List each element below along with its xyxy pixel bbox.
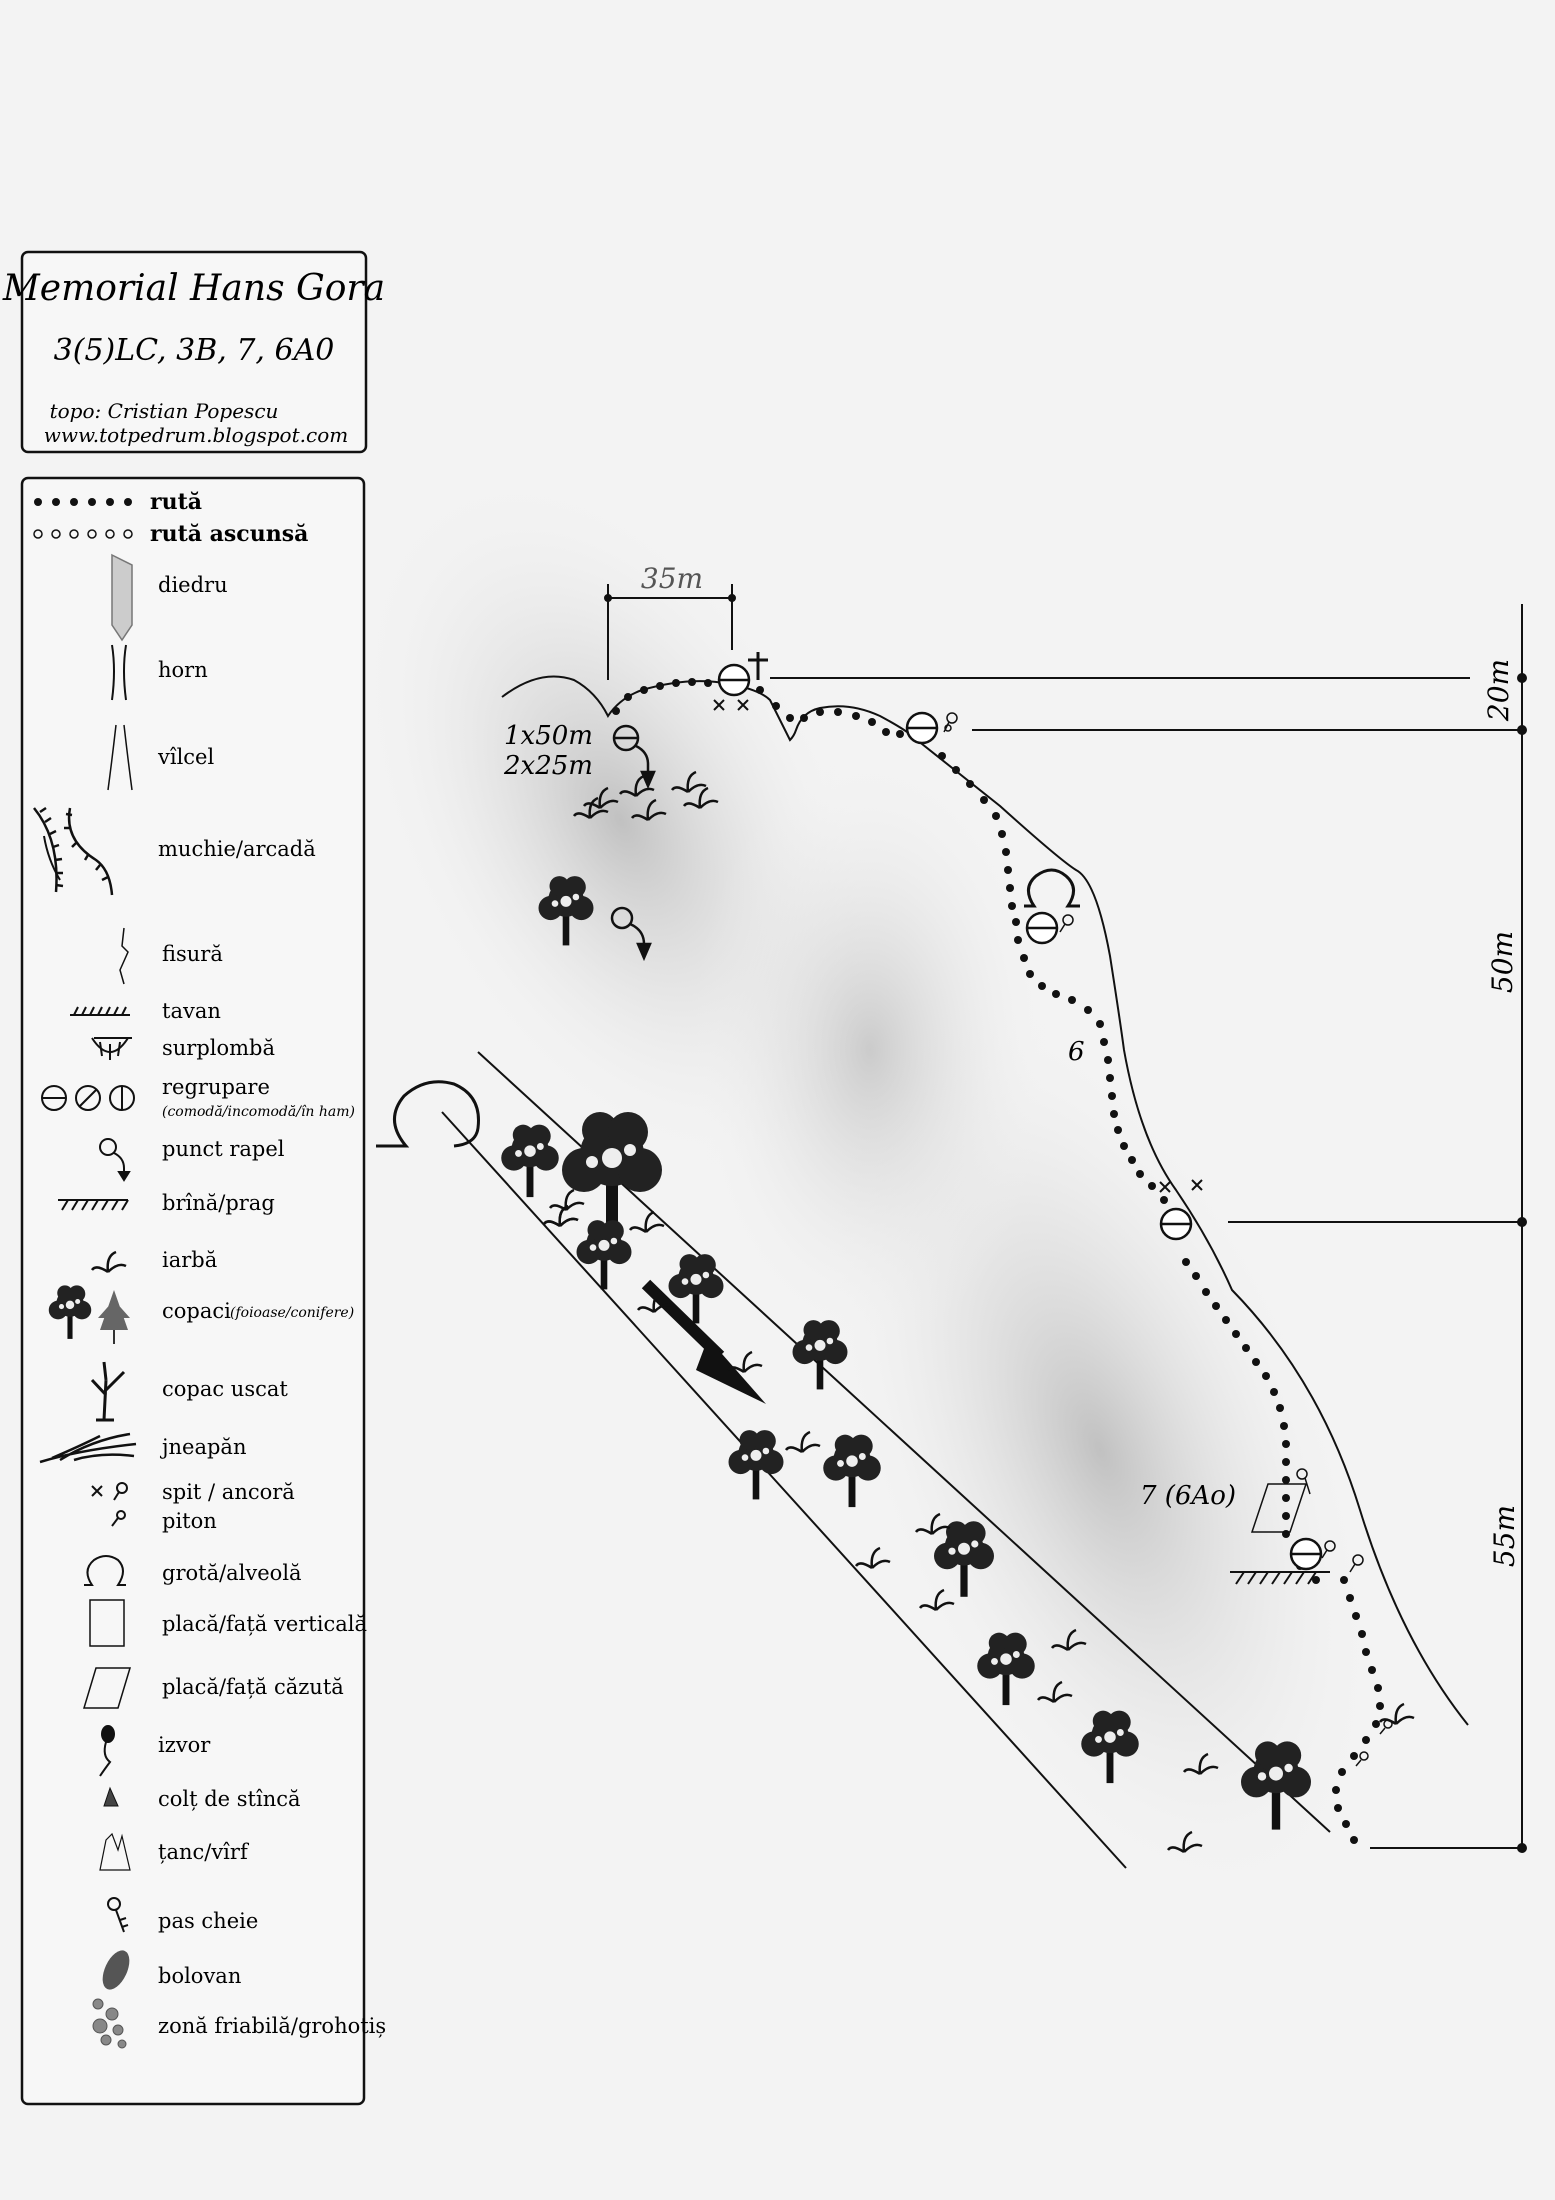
cave-upper — [1024, 868, 1080, 908]
rappel-point-icon — [99, 1138, 131, 1182]
legend-label-dihedral: diedru — [158, 573, 228, 597]
dihedral-icon — [111, 553, 133, 642]
route-title: Memorial Hans Gora — [2, 268, 385, 309]
scree-icon — [92, 1998, 127, 2049]
pitch-7-label: 7 (6Ao) — [1140, 1481, 1236, 1511]
bolt-anchor-icon — [91, 1482, 128, 1501]
belay-pitch5 — [1159, 1179, 1203, 1241]
legend-label-edge-arch: muchie/arcadă — [158, 837, 316, 861]
legend-label-vertical-slab: placă/față verticală — [162, 1612, 367, 1636]
pinnacle-icon — [99, 1832, 131, 1871]
hollow-dotted-route-icon — [33, 529, 133, 539]
legend-label-route: rută — [150, 489, 202, 515]
trees-icon — [48, 1285, 130, 1344]
legend-label-rock-spike: colț de stîncă — [158, 1787, 301, 1811]
width-dimension — [604, 584, 736, 680]
height-label-50m: 50m — [1486, 931, 1519, 993]
roof-icon — [70, 1006, 130, 1016]
rock-spike-icon — [103, 1786, 119, 1807]
legend-note-trees: (foioase/conifere) — [230, 1305, 354, 1321]
ledge-icon — [58, 1199, 129, 1211]
spring-icon — [99, 1725, 115, 1777]
topo-website: www.totpedrum.blogspot.com — [44, 423, 348, 447]
legend-label-cave: grotă/alveolă — [162, 1561, 302, 1585]
vertical-slab-icon — [89, 1599, 125, 1647]
bolts-lower — [1355, 1719, 1393, 1767]
slab-pitch7 — [1250, 1468, 1311, 1533]
gully-icon — [107, 724, 133, 791]
belay-icon — [41, 1085, 135, 1111]
belay-ledge — [1289, 1537, 1364, 1573]
belay-ridge — [905, 711, 958, 745]
legend-label-bolt: spit / ancoră — [162, 1480, 295, 1504]
header-box: Memorial Hans Gora 3(5)LC, 3B, 7, 6A0 to… — [2, 250, 385, 454]
legend-label-pinnacle: țanc/vîrf — [158, 1840, 250, 1864]
rappel-label-2: 2x25m — [503, 751, 593, 781]
crack-icon — [119, 927, 129, 985]
legend-label-crack: fisură — [162, 942, 223, 966]
legend-label-spring: izvor — [158, 1733, 211, 1757]
legend-label-rappel: punct rapel — [162, 1137, 285, 1161]
dead-tree-icon — [90, 1361, 126, 1422]
legend-box: rută rută ascunsă diedru horn vîlcel — [20, 476, 386, 2106]
overhang-icon — [91, 1037, 132, 1060]
width-label: 35m — [641, 562, 703, 595]
legend-label-overhang: surplombă — [162, 1036, 275, 1060]
legend-label-boulder: bolovan — [158, 1964, 241, 1988]
belay-summit — [713, 652, 768, 711]
boulder-icon — [102, 1950, 130, 1990]
legend-label-belay: regrupare — [162, 1075, 270, 1099]
legend-label-hidden-route: rută ascunsă — [150, 521, 308, 547]
belay-pitch6 — [1025, 911, 1074, 945]
piton-icon — [111, 1510, 126, 1527]
height-label-55m: 55m — [1488, 1505, 1521, 1567]
rappel-point-lower — [610, 906, 652, 962]
legend-label-dead-tree: copac uscat — [162, 1377, 288, 1401]
descent-arrow — [641, 1279, 766, 1404]
legend-label-piton: piton — [162, 1509, 217, 1533]
rappel-point-summit — [612, 724, 656, 790]
legend-label-grass: iarbă — [162, 1248, 217, 1272]
juniper-icon — [39, 1432, 137, 1464]
legend-label-scree: zonă friabilă/grohotiș — [158, 2014, 386, 2038]
chimney-icon — [111, 644, 127, 701]
legend-label-chimney: horn — [158, 658, 208, 682]
legend-label-slab: placă/față căzută — [162, 1675, 344, 1699]
legend-note-belay: (comodă/incomodă/în ham) — [162, 1104, 355, 1120]
height-label-20m: 20m — [1482, 659, 1515, 722]
legend-label-roof: tavan — [162, 999, 221, 1023]
dotted-route-icon — [34, 498, 132, 506]
legend-label-trees: copaci — [162, 1299, 231, 1323]
pitch-6-label: 6 — [1068, 1037, 1085, 1067]
legend-label-ledge: brînă/prag — [162, 1191, 275, 1215]
rock-face-shading — [356, 468, 1379, 1904]
topo-author: topo: Cristian Popescu — [50, 399, 279, 423]
legend-label-juniper: jneapăn — [159, 1435, 246, 1459]
edge-arch-icon — [33, 806, 114, 896]
slab-icon — [82, 1667, 132, 1709]
legend-label-gully: vîlcel — [157, 745, 214, 769]
height-reference-lines — [770, 604, 1527, 1853]
cave-start-icon — [376, 1080, 480, 1148]
ledge — [1230, 1571, 1330, 1585]
cave-icon — [84, 1555, 126, 1586]
rappel-label-1: 1x50m — [504, 721, 593, 751]
legend-label-key-step: pas cheie — [158, 1909, 258, 1933]
key-step-icon — [107, 1897, 129, 1933]
route-grade: 3(5)LC, 3B, 7, 6A0 — [54, 333, 335, 368]
